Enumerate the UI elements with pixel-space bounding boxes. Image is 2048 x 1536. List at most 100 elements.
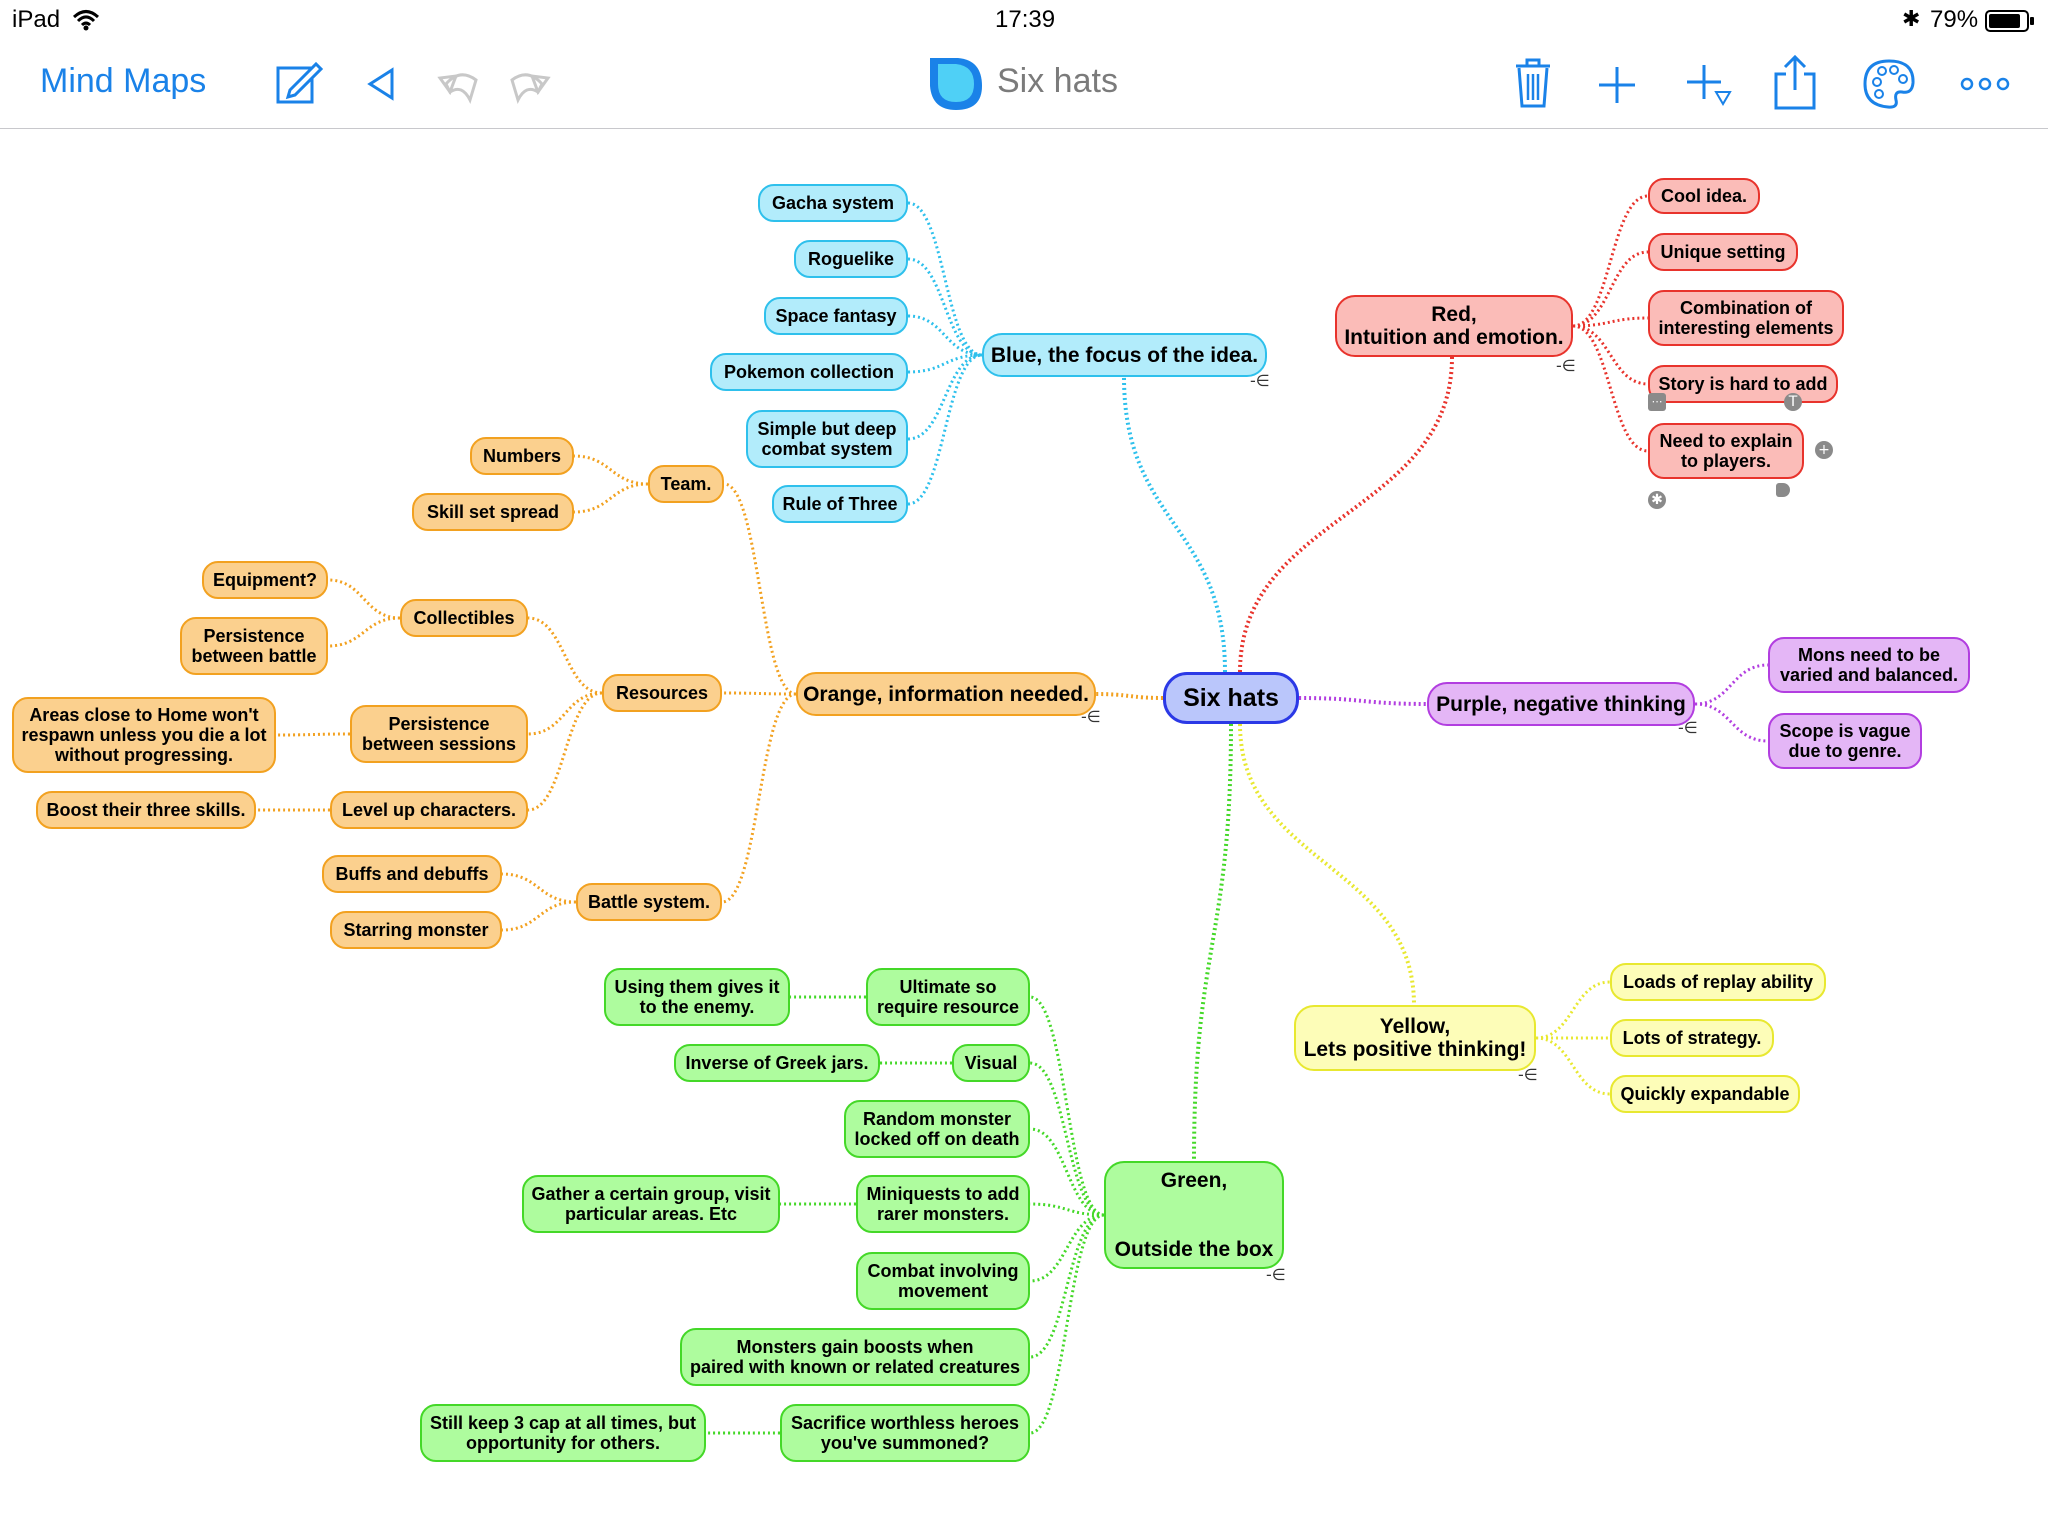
purple-child-node[interactable]: Scope is vague due to genre.: [1768, 713, 1922, 769]
red-child-node[interactable]: Combination of interesting elements: [1648, 290, 1844, 346]
more-icon[interactable]: [1960, 74, 2010, 94]
yellow-child-node[interactable]: Lots of strategy.: [1610, 1019, 1774, 1057]
red-child-node[interactable]: Cool idea.: [1648, 178, 1760, 214]
branch-purple[interactable]: Purple, negative thinking: [1427, 682, 1695, 726]
add-icon[interactable]: [1596, 64, 1638, 106]
connector-line: [1572, 324, 1649, 386]
green-leaf-node[interactable]: Using them gives it to the enemy.: [604, 968, 790, 1026]
connector-line: [1694, 702, 1769, 743]
tag-icon[interactable]: [1776, 483, 1790, 497]
orange-collectibles-node[interactable]: Collectibles: [400, 599, 528, 637]
orange-leaf-node[interactable]: Equipment?: [202, 561, 328, 599]
connector-line: [1694, 663, 1769, 706]
orange-level-up-node[interactable]: Level up characters.: [330, 791, 528, 829]
root-node[interactable]: Six hats: [1163, 672, 1299, 724]
add-child-icon[interactable]: [1684, 62, 1732, 110]
branch-orange[interactable]: Orange, information needed.: [796, 672, 1096, 716]
connector-line: [501, 872, 577, 904]
connector-line: [1029, 1213, 1105, 1283]
green-leaf-node[interactable]: Still keep 3 cap at all times, but oppor…: [420, 1404, 706, 1462]
orange-leaf-node[interactable]: Persistence between battle: [180, 617, 328, 675]
mind-maps-back-button[interactable]: Mind Maps: [40, 62, 207, 100]
green-child-node[interactable]: Ultimate so require resource: [866, 968, 1030, 1026]
green-leaf-node[interactable]: Gather a certain group, visit particular…: [522, 1175, 780, 1233]
red-child-node[interactable]: Need to explain to players.: [1648, 423, 1804, 479]
clock: 17:39: [995, 6, 1056, 33]
connector-line: [1572, 250, 1649, 328]
connector-line: [327, 616, 401, 648]
green-child-node[interactable]: Combat involving movement: [856, 1252, 1030, 1310]
redo-icon[interactable]: [506, 62, 552, 106]
trash-icon[interactable]: [1512, 56, 1554, 110]
device-name: iPad: [12, 6, 61, 33]
collapse-handle-icon[interactable]: -∈: [1556, 356, 1576, 375]
connector-line: [1029, 1213, 1105, 1359]
orange-leaf-node[interactable]: Boost their three skills.: [36, 791, 256, 829]
collapse-handle-icon[interactable]: -∈: [1266, 1265, 1286, 1284]
blue-child-node[interactable]: Rule of Three: [772, 485, 908, 523]
orange-leaf-node[interactable]: Skill set spread: [412, 493, 574, 531]
connector-line: [1095, 692, 1164, 700]
yellow-child-node[interactable]: Loads of replay ability: [1610, 963, 1826, 1001]
branch-yellow[interactable]: Yellow, Lets positive thinking!: [1294, 1005, 1536, 1071]
connector-line: [275, 732, 351, 737]
collapse-handle-icon[interactable]: -∈: [1081, 707, 1101, 726]
green-child-node[interactable]: Miniquests to add rarer monsters.: [856, 1175, 1030, 1233]
connector-line: [907, 314, 983, 357]
connector-line: [1572, 194, 1649, 328]
palette-icon[interactable]: [1862, 58, 1916, 110]
connector-line: [1572, 324, 1649, 453]
connector-line: [721, 692, 797, 904]
yellow-child-node[interactable]: Quickly expandable: [1610, 1075, 1800, 1113]
green-child-node[interactable]: Sacrifice worthless heroes you've summon…: [780, 1404, 1030, 1462]
blue-child-node[interactable]: Simple but deep combat system: [746, 410, 908, 468]
branch-blue[interactable]: Blue, the focus of the idea.: [982, 333, 1267, 377]
green-leaf-node[interactable]: Inverse of Greek jars.: [674, 1044, 880, 1082]
settings-icon[interactable]: ✱: [1648, 491, 1666, 509]
battery-icon: [1985, 10, 2034, 32]
orange-resources-node[interactable]: Resources: [602, 674, 722, 712]
red-child-node[interactable]: Story is hard to add: [1648, 365, 1838, 403]
back-triangle-icon[interactable]: [362, 64, 402, 104]
text-style-icon[interactable]: T: [1784, 393, 1802, 411]
branch-green[interactable]: Green, Outside the box: [1104, 1161, 1284, 1269]
connector-line: [1238, 723, 1416, 1006]
note-icon[interactable]: ⋯: [1648, 393, 1666, 411]
status-bar: iPad 17:39 ✱ 79%: [0, 0, 2048, 40]
blue-child-node[interactable]: Space fantasy: [764, 297, 908, 335]
share-icon[interactable]: [1772, 54, 1818, 112]
green-child-node[interactable]: Monsters gain boosts when paired with kn…: [680, 1328, 1030, 1386]
green-child-node[interactable]: Visual: [952, 1044, 1030, 1082]
red-child-node[interactable]: Unique setting: [1648, 233, 1798, 271]
connector-line: [1029, 1213, 1105, 1435]
connector-line: [527, 616, 603, 695]
branch-red[interactable]: Red, Intuition and emotion.: [1335, 295, 1573, 357]
connector-line: [1029, 995, 1105, 1217]
purple-child-node[interactable]: Mons need to be varied and balanced.: [1768, 637, 1970, 693]
collapse-handle-icon[interactable]: -∈: [1678, 718, 1698, 737]
connector-line: [1029, 1202, 1105, 1217]
orange-leaf-node[interactable]: Starring monster: [330, 911, 502, 949]
blue-child-node[interactable]: Pokemon collection: [710, 353, 908, 391]
connector-line: [1192, 723, 1233, 1162]
connector-line: [573, 482, 649, 514]
edit-icon[interactable]: [274, 58, 324, 108]
orange-leaf-node[interactable]: Numbers: [470, 437, 574, 475]
collapse-handle-icon[interactable]: -∈: [1518, 1065, 1538, 1084]
green-child-node[interactable]: Random monster locked off on death: [844, 1100, 1030, 1158]
orange-leaf-node[interactable]: Buffs and debuffs: [322, 855, 502, 893]
collapse-handle-icon[interactable]: -∈: [1250, 371, 1270, 390]
undo-icon[interactable]: [436, 62, 482, 106]
blue-child-node[interactable]: Roguelike: [794, 240, 908, 278]
orange-battle-node[interactable]: Battle system.: [576, 883, 722, 921]
connector-line: [907, 353, 983, 441]
connector-line: [1122, 376, 1227, 673]
add-node-icon[interactable]: +: [1815, 441, 1833, 459]
connector-line: [573, 454, 649, 486]
orange-leaf-node[interactable]: Areas close to Home won't respawn unless…: [12, 697, 276, 773]
blue-child-node[interactable]: Gacha system: [758, 184, 908, 222]
connector-line: [723, 482, 797, 696]
orange-persistence-sessions-node[interactable]: Persistence between sessions: [350, 705, 528, 763]
orange-team-node[interactable]: Team.: [648, 465, 724, 503]
